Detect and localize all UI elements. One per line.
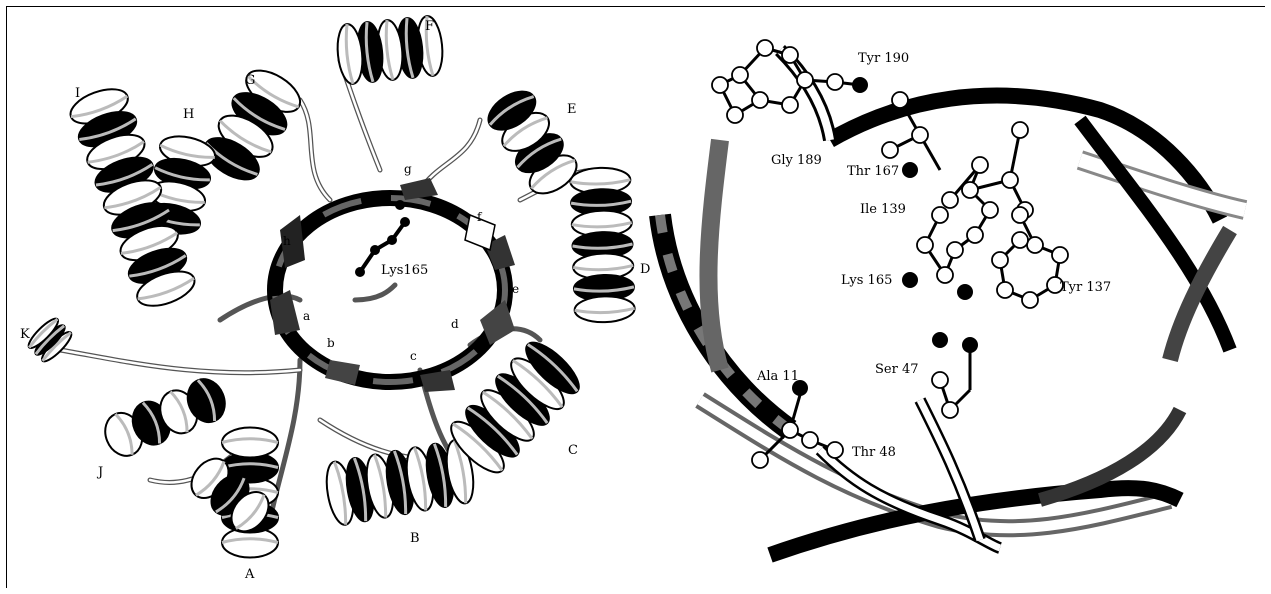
carbon-atom: [782, 422, 798, 438]
carbon-atom: [992, 252, 1008, 268]
strand-label-g: g: [404, 163, 412, 175]
carbon-atom: [982, 202, 998, 218]
carbon-atom: [1027, 237, 1043, 253]
lys165-label: Lys165: [381, 264, 428, 277]
heteroatom: [902, 272, 918, 288]
strand-label-f: f: [477, 211, 481, 223]
helix-label-j: J: [98, 466, 103, 479]
active-site-panel: Tyr 190 Gly 189 Thr 167 Ile 139 Lys 165 …: [640, 0, 1271, 594]
carbon-atom: [917, 237, 933, 253]
carbon-atom: [942, 192, 958, 208]
helix-coil: [25, 315, 75, 365]
carbon-atom: [972, 157, 988, 173]
strand-label-d: d: [451, 318, 459, 330]
helix-label-i: I: [75, 87, 80, 100]
gly189-label: Gly 189: [771, 154, 822, 167]
strand-label-b: b: [327, 337, 335, 349]
backbone-ribbons: [660, 50, 1245, 555]
thr167-label: Thr 167: [847, 165, 899, 178]
carbon-atom: [967, 227, 983, 243]
helix-coil: [99, 374, 231, 462]
carbon-atom: [892, 92, 908, 108]
carbon-atom: [1052, 247, 1068, 263]
carbon-atom: [782, 97, 798, 113]
carbon-atom: [942, 402, 958, 418]
carbon-atom: [827, 442, 843, 458]
helix-label-b: B: [410, 532, 420, 545]
carbon-atom: [1002, 172, 1018, 188]
heteroatom: [902, 162, 918, 178]
lys165-right-label: Lys 165: [841, 274, 892, 287]
helix-label-a: A: [245, 568, 254, 581]
heteroatom: [962, 337, 978, 353]
carbon-atom: [732, 67, 748, 83]
active-site-drawing: [640, 0, 1271, 594]
helix-coil: [322, 438, 477, 527]
tyr190-label: Tyr 190: [858, 52, 909, 65]
carbon-atom: [757, 40, 773, 56]
helix-label-e: E: [567, 103, 577, 116]
carbon-atom: [797, 72, 813, 88]
tim-barrel-ribbon-drawing: [0, 0, 640, 594]
carbon-atom: [912, 127, 928, 143]
helix-turn: [222, 428, 278, 458]
carbon-atom: [1022, 292, 1038, 308]
carbon-atom: [1012, 207, 1028, 223]
strand-label-e: e: [512, 283, 519, 295]
carbon-atom: [1012, 122, 1028, 138]
carbon-atom: [882, 142, 898, 158]
carbon-atom: [782, 47, 798, 63]
tim-barrel-panel: A B C D E F G H I J K a b c d e f g h Ly…: [0, 0, 640, 594]
carbon-atom: [727, 107, 743, 123]
thr48-label: Thr 48: [852, 446, 896, 459]
carbon-atom: [932, 372, 948, 388]
heteroatom: [957, 284, 973, 300]
alpha-helices: [25, 15, 635, 558]
heteroatom: [852, 77, 868, 93]
ile139-label: Ile 139: [860, 203, 906, 216]
carbon-atom: [947, 242, 963, 258]
carbon-atom: [962, 182, 978, 198]
heteroatom: [932, 332, 948, 348]
carbon-atom: [932, 207, 948, 223]
tyr137-label: Tyr 137: [1060, 281, 1111, 294]
carbon-atom: [712, 77, 728, 93]
carbon-atom: [997, 282, 1013, 298]
helix-label-c: C: [568, 444, 578, 457]
helix-label-k: K: [20, 328, 30, 341]
carbon-atom: [802, 432, 818, 448]
carbon-atom: [937, 267, 953, 283]
carbon-atom: [752, 92, 768, 108]
strand-label-h: h: [283, 235, 291, 247]
ala11-label: Ala 11: [757, 370, 799, 383]
helix-label-f: F: [425, 20, 434, 33]
helix-label-h: H: [183, 108, 194, 121]
carbon-atom: [752, 452, 768, 468]
strand-label-a: a: [303, 310, 310, 322]
helix-coil: [570, 167, 635, 323]
carbon-atom: [1012, 232, 1028, 248]
helix-label-g: G: [245, 74, 255, 87]
carbon-atom: [827, 74, 843, 90]
strand-label-c: c: [410, 350, 417, 362]
ser47-label: Ser 47: [875, 363, 919, 376]
